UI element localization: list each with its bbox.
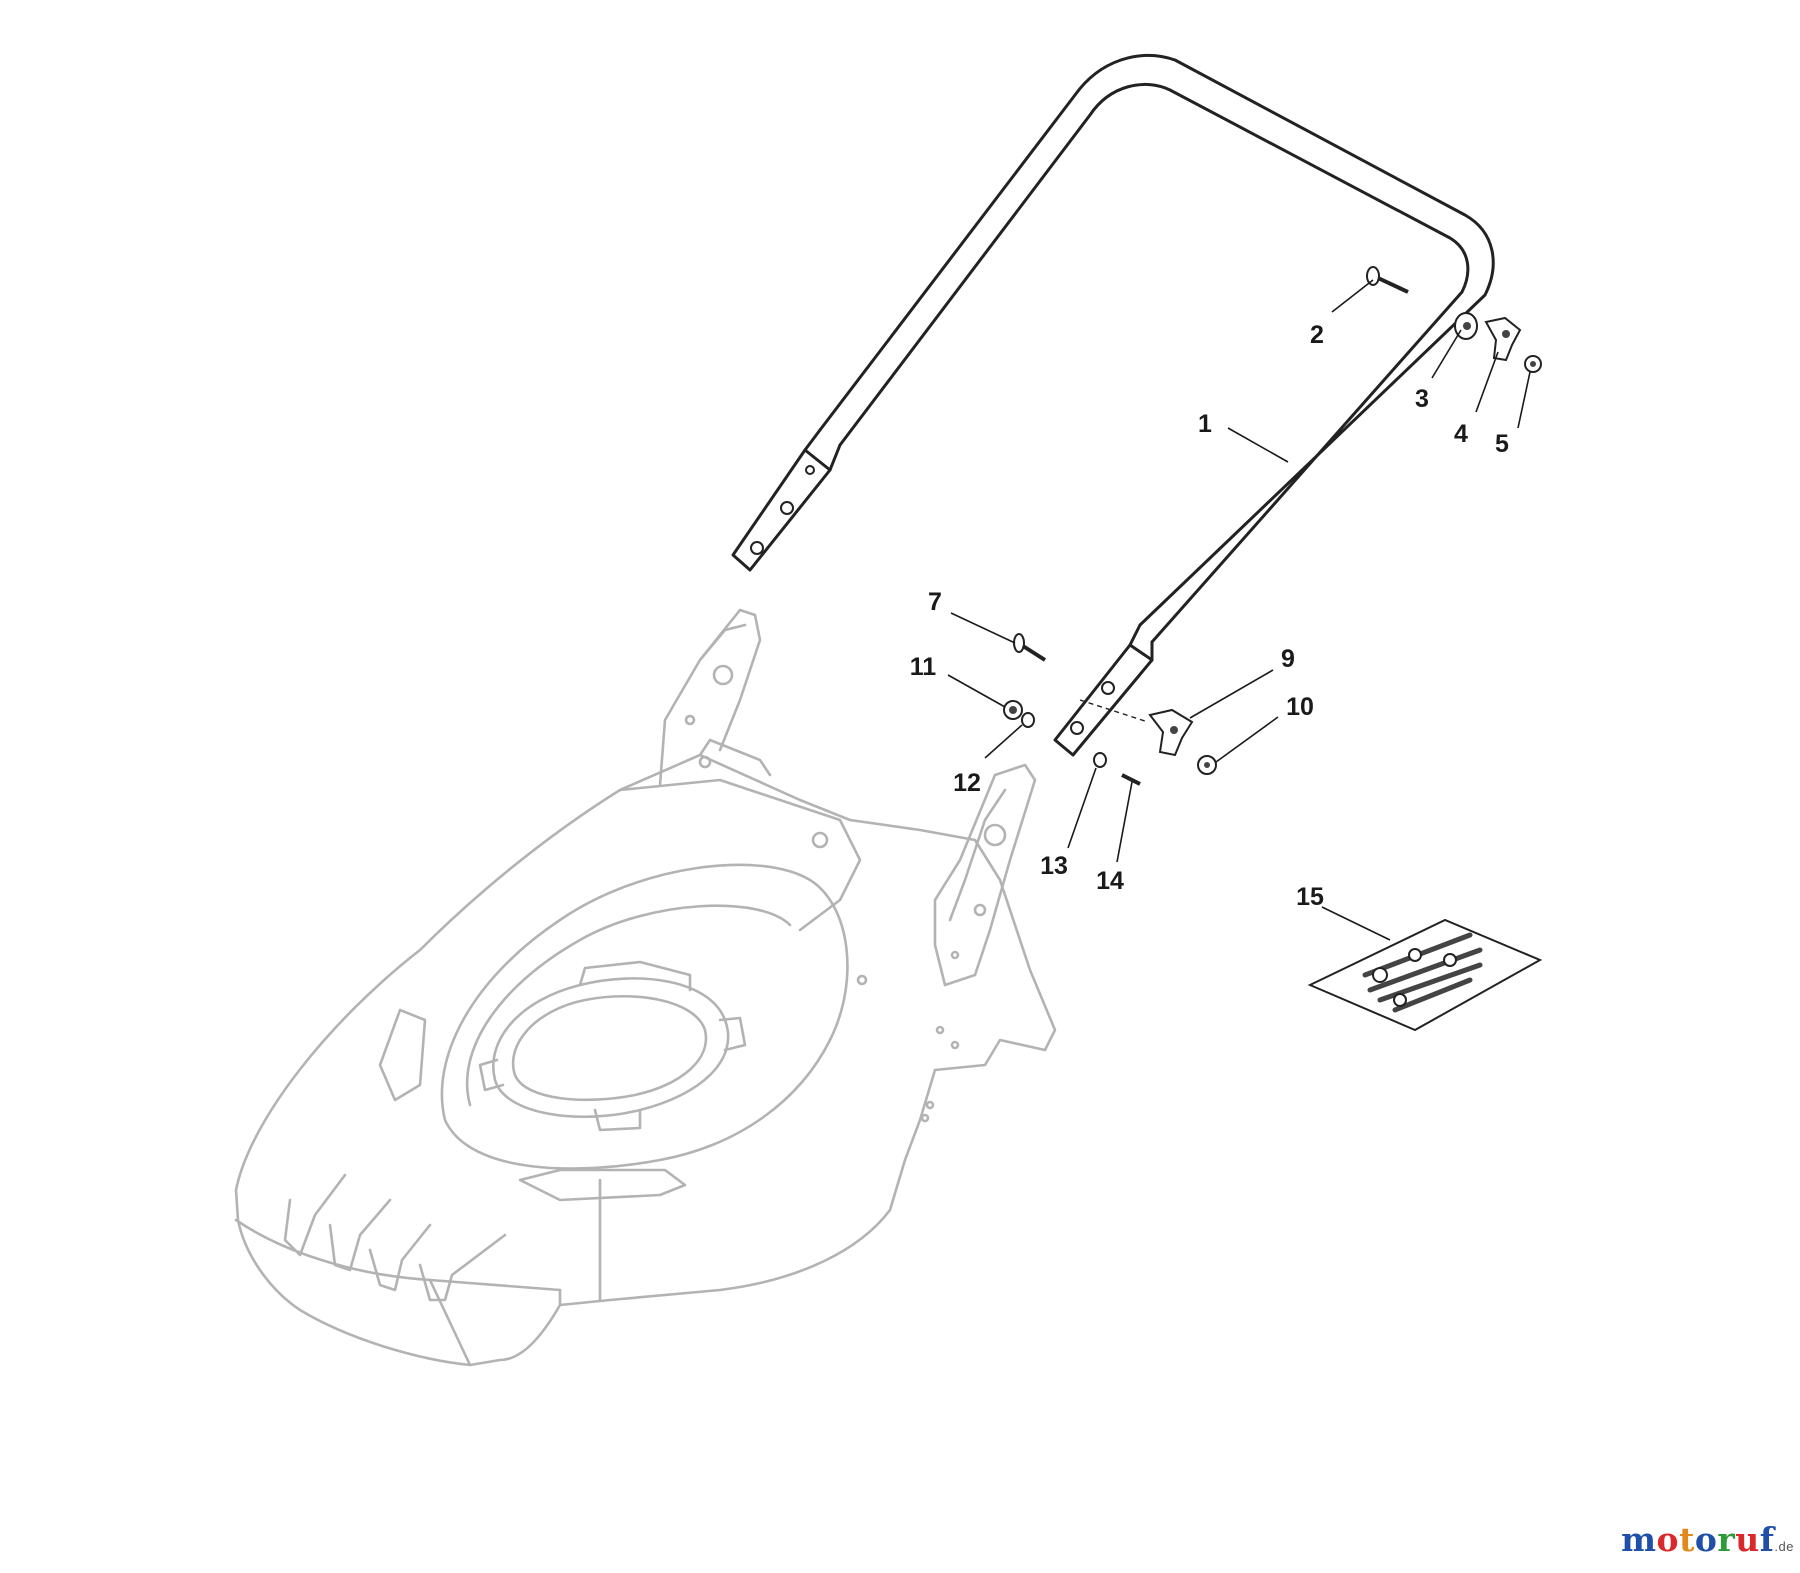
- callout-14: 14: [1096, 867, 1124, 895]
- callout-2: 2: [1310, 321, 1324, 349]
- callout-10: 10: [1286, 693, 1314, 721]
- leader-lines: [947, 279, 1531, 941]
- callout-13: 13: [1040, 852, 1068, 880]
- part-13-washer: [1093, 752, 1107, 768]
- part-14-screw: [1121, 773, 1141, 786]
- part-11-nut: [1003, 700, 1023, 720]
- watermark-letter: u: [1735, 1520, 1760, 1559]
- motoruf-watermark-logo: motoruf.de: [1621, 1520, 1794, 1559]
- callout-labels: 1 2 3 4 5 7 9 10 11 12 13 14 15: [910, 321, 1509, 911]
- part-3-washer: [1454, 312, 1478, 340]
- watermark-suffix: .de: [1774, 1539, 1794, 1554]
- callout-3: 3: [1415, 385, 1429, 413]
- part-2-bolt: [1366, 266, 1409, 294]
- part-4-knob: [1484, 316, 1522, 362]
- part-10-nut: [1197, 755, 1217, 775]
- watermark-letter: f: [1759, 1520, 1775, 1559]
- watermark-letter: t: [1679, 1520, 1695, 1559]
- callout-5: 5: [1495, 430, 1509, 458]
- callout-11: 11: [910, 653, 937, 681]
- callout-9: 9: [1281, 645, 1295, 673]
- part-5-nut: [1524, 355, 1542, 373]
- part-15-hardware-bag: [1307, 918, 1543, 1032]
- part-7-bolt: [1013, 633, 1047, 662]
- part-12-washer: [1021, 712, 1035, 728]
- callout-15: 15: [1296, 883, 1324, 911]
- callout-12: 12: [953, 769, 981, 797]
- callout-7: 7: [928, 588, 942, 616]
- mower-deck: [234, 608, 1057, 1367]
- callout-1: 1: [1198, 410, 1212, 438]
- handle-bar: [731, 53, 1495, 757]
- watermark-letter: r: [1717, 1520, 1736, 1559]
- watermark-letter: m: [1621, 1520, 1657, 1559]
- watermark-letter: o: [1694, 1520, 1718, 1559]
- watermark-letter: o: [1656, 1520, 1680, 1559]
- callout-4: 4: [1454, 420, 1468, 448]
- part-9-knob: [1079, 699, 1194, 757]
